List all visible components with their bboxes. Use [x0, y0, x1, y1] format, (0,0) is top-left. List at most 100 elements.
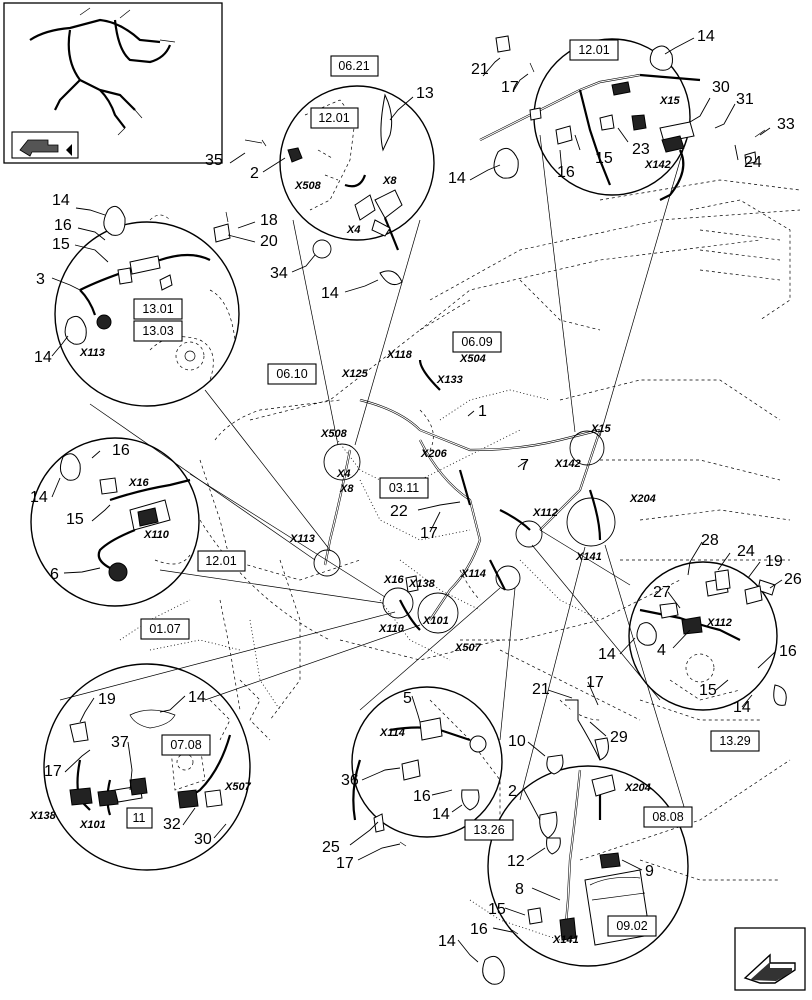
part-number: 24 — [737, 543, 755, 560]
ref-09-02[interactable]: 09.02 — [607, 915, 657, 937]
conn-label: X8 — [382, 175, 397, 187]
part-number: 30 — [712, 79, 730, 96]
x114-detail-contents — [352, 717, 487, 821]
detail-circle-x110 — [30, 437, 200, 607]
part-number: 30 — [194, 831, 212, 848]
part-number: 22 — [390, 503, 408, 520]
conn-label: X138 — [29, 810, 57, 822]
x110-detail-contents — [97, 477, 191, 582]
conn-label: X204 — [629, 493, 656, 505]
conn-label: X142 — [554, 458, 581, 470]
conn-label: X125 — [341, 368, 369, 380]
part-number: 10 — [508, 733, 526, 750]
ref-07-08[interactable]: 07.08 — [161, 734, 211, 756]
conn-label: X110 — [378, 623, 405, 635]
ref-01-07[interactable]: 01.07 — [140, 618, 190, 640]
conn-label: X206 — [420, 448, 448, 460]
part-number: 16 — [557, 164, 575, 181]
ref-08-08[interactable]: 08.08 — [643, 806, 693, 828]
part-number: 15 — [52, 236, 70, 253]
ref-13-03[interactable]: 13.03 — [133, 320, 183, 342]
part-number: 35 — [205, 152, 223, 169]
ref-13-01[interactable]: 13.01 — [133, 298, 183, 320]
svg-text:12.01: 12.01 — [205, 554, 236, 568]
ref-12-01-right[interactable]: 12.01 — [569, 39, 619, 61]
x112-detail-contents — [639, 577, 776, 701]
conn-label: X112 — [532, 507, 558, 519]
part-number: 21 — [532, 681, 550, 698]
conn-label: X507 — [224, 781, 252, 793]
part-number: 16 — [779, 643, 797, 660]
svg-text:12.01: 12.01 — [578, 43, 609, 57]
conn-label: X507 — [454, 642, 482, 654]
part-number: 17 — [44, 763, 62, 780]
part-number: 1 — [478, 403, 487, 420]
part-number: 28 — [701, 532, 719, 549]
part-number: 14 — [30, 489, 48, 506]
svg-text:08.08: 08.08 — [652, 810, 683, 824]
svg-text:01.07: 01.07 — [149, 622, 180, 636]
part-number: 26 — [784, 571, 802, 588]
ref-12-01-left[interactable]: 12.01 — [197, 550, 246, 572]
ref-03-11[interactable]: 03.11 — [379, 477, 429, 499]
svg-text:13.26: 13.26 — [473, 823, 504, 837]
detail-circle-x114 — [351, 686, 503, 838]
detail-circle-x112 — [628, 561, 778, 711]
ref-06-09[interactable]: 06.09 — [452, 331, 502, 353]
ref-06-21[interactable]: 06.21 — [330, 55, 379, 77]
svg-text:13.29: 13.29 — [719, 734, 750, 748]
conn-label: X8 — [339, 483, 354, 495]
ref-13-29[interactable]: 13.29 — [710, 730, 760, 752]
page-arrow-icon[interactable] — [19, 139, 59, 157]
connector-labels: X508 X8 X4 X15 X142 X113 X118 X504 X125 … — [29, 95, 732, 946]
part-number: 14 — [34, 349, 52, 366]
part-number: 14 — [438, 933, 456, 950]
part-number: 14 — [321, 285, 339, 302]
conn-label: X141 — [552, 934, 579, 946]
next-page-arrow-icon[interactable] — [734, 927, 806, 991]
ref-11[interactable]: 11 — [126, 807, 153, 829]
conn-label: X113 — [79, 347, 105, 359]
part-number: 34 — [270, 265, 288, 282]
conn-label: X15 — [590, 423, 611, 435]
ref-12-01-top[interactable]: 12.01 — [310, 107, 359, 129]
part-number: 23 — [632, 141, 650, 158]
part-number: 17 — [586, 674, 604, 691]
part-number: 17 — [336, 855, 354, 872]
detail-circle-x141 — [487, 765, 689, 967]
conn-label: X15 — [659, 95, 680, 107]
conn-label: X118 — [386, 349, 413, 361]
part-number: 37 — [111, 734, 129, 751]
ref-06-10[interactable]: 06.10 — [267, 363, 317, 385]
svg-text:06.10: 06.10 — [276, 367, 307, 381]
part-number: 12 — [507, 853, 525, 870]
part-number: 4 — [657, 642, 666, 659]
part-number: 14 — [432, 806, 450, 823]
part-number: 19 — [765, 553, 783, 570]
x508-detail-contents — [287, 93, 403, 251]
part-number: 32 — [163, 816, 181, 833]
part-number: 21 — [471, 61, 489, 78]
conn-label: X112 — [706, 617, 732, 629]
conn-label: X508 — [294, 180, 322, 192]
svg-text:06.21: 06.21 — [338, 59, 369, 73]
part-number: 13 — [416, 85, 434, 102]
location-markers — [313, 430, 616, 634]
ref-13-26[interactable]: 13.26 — [464, 819, 514, 841]
part-number: 20 — [260, 233, 278, 250]
part-number: 31 — [736, 91, 754, 108]
conn-label: X113 — [289, 533, 315, 545]
detail-circle-x138 — [43, 663, 251, 871]
conn-label: X504 — [459, 353, 486, 365]
part-number: 14 — [52, 192, 70, 209]
conn-label: X133 — [436, 374, 463, 386]
part-number: 36 — [341, 772, 359, 789]
part-number: 6 — [50, 566, 59, 583]
part-number: 16 — [54, 217, 72, 234]
conn-label: X138 — [408, 578, 436, 590]
svg-text:09.02: 09.02 — [616, 919, 647, 933]
x113-detail-contents — [79, 253, 236, 381]
part-number: 29 — [610, 729, 628, 746]
conn-label: X114 — [379, 727, 405, 739]
